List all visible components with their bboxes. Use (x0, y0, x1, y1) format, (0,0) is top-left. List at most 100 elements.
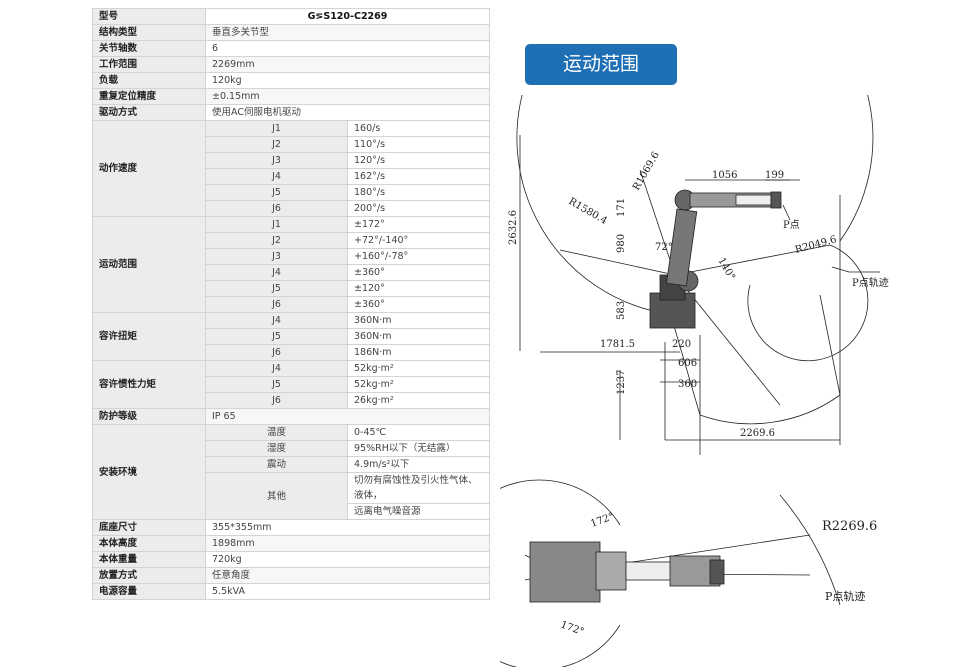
spec-value: 355*355mm (205, 519, 490, 536)
motion-range-diagram: R1069.6 R1580.4 R2049.6 1056 199 P点 2632… (443, 0, 978, 671)
spec-value: 1898mm (205, 535, 490, 552)
dim-r2049: R2049.6 (794, 234, 838, 256)
spec-label: 动作速度 (92, 120, 206, 217)
spec-sublabel: 温度 (205, 424, 348, 441)
dim-1237: 1237 (616, 370, 627, 395)
spec-value: 160/s (347, 120, 490, 137)
spec-value: 切勿有腐蚀性及引火性气体、液体， (347, 472, 490, 504)
spec-value: 720kg (205, 551, 490, 568)
dim-2269: 2269.6 (740, 428, 775, 439)
spec-value: ±0.15mm (205, 88, 490, 105)
spec-label: 放置方式 (92, 567, 206, 584)
angle-140: 140° (715, 256, 737, 282)
label-p-track: P点轨迹 (852, 276, 889, 289)
spec-label: 型号 (92, 8, 206, 25)
spec-value: 120kg (205, 72, 490, 89)
spec-value: 180°/s (347, 184, 490, 201)
spec-value: 26kg·m² (347, 392, 490, 409)
spec-value: 200°/s (347, 200, 490, 217)
spec-sublabel: 其他 (205, 472, 348, 520)
motion-range-button[interactable]: 运动范围 (525, 44, 677, 85)
label-p-point: P点 (783, 219, 800, 231)
spec-value: 0-45℃ (347, 424, 490, 441)
dim-r2269: R2269.6 (822, 519, 877, 534)
spec-row: J3+160°/-78° (93, 248, 490, 265)
spec-value: 110°/s (347, 136, 490, 153)
spec-label: 底座尺寸 (92, 519, 206, 536)
spec-row: 远离电气噪音源 (93, 503, 490, 520)
spec-value: 4.9m/s²以下 (347, 456, 490, 473)
spec-value: IP 65 (205, 408, 490, 425)
dim-980: 980 (616, 234, 627, 253)
spec-value: 垂直多关节型 (205, 24, 490, 41)
spec-sublabel: 震动 (205, 456, 348, 473)
spec-label: 防护等级 (92, 408, 206, 425)
spec-label: 本体高度 (92, 535, 206, 552)
spec-sublabel: J3 (205, 248, 348, 265)
spec-label: 工作范围 (92, 56, 206, 73)
spec-sublabel: J6 (205, 296, 348, 313)
top-view-drawing: 172° 172° R2269.6 P点轨迹 (443, 479, 877, 671)
dim-199: 199 (765, 170, 784, 181)
spec-row: 驱动方式使用AC伺服电机驱动 (92, 104, 490, 121)
angle-172-top: 172° (589, 511, 615, 530)
spec-value: +72°/-140° (347, 232, 490, 249)
spec-label: 电源容量 (92, 583, 206, 600)
angle-172-bottom: 172° (559, 619, 585, 638)
dim-1056: 1056 (712, 170, 737, 181)
dim-1781: 1781.5 (600, 339, 635, 350)
spec-row: 结构类型垂直多关节型 (92, 24, 490, 41)
spec-sublabel: J5 (205, 328, 348, 345)
spec-row: J2+72°/-140° (93, 232, 490, 249)
spec-label: 负载 (92, 72, 206, 89)
spec-value: 使用AC伺服电机驱动 (205, 104, 490, 121)
spec-value: 2269mm (205, 56, 490, 73)
spec-value: ±360° (347, 264, 490, 281)
spec-value: 任意角度 (205, 567, 490, 584)
spec-value: 120°/s (347, 152, 490, 169)
spec-sublabel: J5 (205, 184, 348, 201)
spec-label: 容许扭矩 (92, 312, 206, 361)
spec-sublabel: J4 (205, 312, 348, 329)
spec-sublabel: J4 (205, 360, 348, 377)
dim-583: 583 (616, 301, 627, 320)
side-view-drawing: R1069.6 R1580.4 R2049.6 1056 199 P点 2632… (508, 0, 889, 455)
spec-sublabel: J5 (205, 376, 348, 393)
spec-sublabel: J5 (205, 280, 348, 297)
spec-value: G⋝S120-C2269 (205, 8, 490, 25)
spec-row: 重复定位精度±0.15mm (92, 88, 490, 105)
spec-value: 6 (205, 40, 490, 57)
spec-label: 重复定位精度 (92, 88, 206, 105)
label-p-track-top: P点轨迹 (825, 589, 865, 603)
spec-sublabel: J6 (205, 392, 348, 409)
spec-sublabel: J2 (205, 232, 348, 249)
spec-row: 放置方式任意角度 (92, 567, 490, 584)
spec-sublabel: 湿度 (205, 440, 348, 457)
spec-value: ±360° (347, 296, 490, 313)
spec-value: +160°/-78° (347, 248, 490, 265)
spec-value: 95%RH以下（无结露） (347, 440, 490, 457)
spec-row: 其他切勿有腐蚀性及引火性气体、液体， (93, 472, 490, 520)
dim-171: 171 (616, 198, 627, 217)
spec-sublabel: J3 (205, 152, 348, 169)
spec-value: 186N·m (347, 344, 490, 361)
spec-value: 52kg·m² (347, 360, 490, 377)
spec-sublabel: J1 (205, 120, 348, 137)
